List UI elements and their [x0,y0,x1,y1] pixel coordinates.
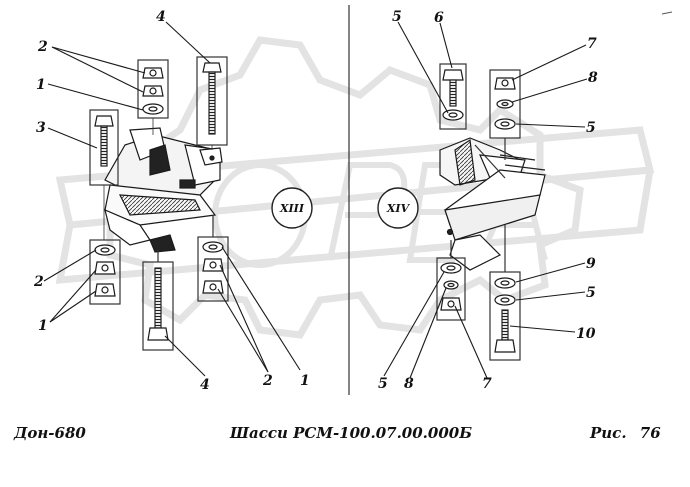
callout-labels: 2 1 3 4 2 1 4 2 1 5 6 7 8 5 9 5 10 5 8 7 [33,9,598,393]
view-label-text: XIII XIV [279,202,411,215]
left-leaders [43,21,301,377]
callout-right-8-top: 8 [588,70,598,86]
left-view [43,21,313,377]
callout-right-7-bottom: 7 [482,376,492,392]
left-fastener-stack-right [197,215,229,302]
left-bolt-4-top [196,56,228,146]
right-fastener-stack-right [489,225,521,361]
callout-right-7-top: 7 [587,36,597,52]
assembly-title: Шасси РСМ-100.07.00.000Б [230,424,473,442]
callout-left-1-bottom: 1 [38,318,48,334]
left-bolt-3 [89,109,119,186]
callout-left-4-top: 4 [156,9,166,25]
callout-right-10: 10 [576,326,596,342]
watermark-logo [55,36,655,339]
figure-ref: Рис. 76 [590,424,661,442]
callout-right-5-top: 5 [392,9,402,25]
corner-mark [661,11,673,15]
view-label-xiv [377,187,419,229]
callout-right-9: 9 [586,256,596,272]
callout-right-5-right: 5 [586,285,596,301]
left-bracket-casting [104,127,223,253]
view-label-xiii-text: XIII [279,202,305,215]
view-label-xiii [271,187,313,229]
callout-right-5-top-right: 5 [586,120,596,136]
left-bolt-4-bottom [142,250,174,351]
figure-number: 76 [639,424,661,442]
callout-left-2-top: 2 [37,39,48,55]
right-bracket-casting [439,137,546,271]
callout-left-2-right: 2 [262,373,273,389]
callout-left-3: 3 [36,120,46,136]
callout-left-1-top: 1 [36,77,46,93]
right-bolt-6 [439,63,467,130]
view-label-xiv-text: XIV [386,202,411,215]
callout-left-1-right: 1 [300,373,310,389]
machine-model: Дон-680 [14,424,86,442]
callout-left-4-bottom: 4 [200,377,210,393]
left-fastener-stack-bottom [89,239,121,305]
right-fastener-stack-top [489,69,521,160]
right-view [377,21,588,379]
right-leaders [383,21,588,379]
callout-left-2-bottom: 2 [33,274,44,290]
callout-right-5-bottom: 5 [378,376,388,392]
figure-label: Рис. [590,424,627,442]
callout-right-6: 6 [434,10,444,26]
right-fastener-stack-bottom [436,240,466,321]
callout-right-8-bottom: 8 [404,376,414,392]
